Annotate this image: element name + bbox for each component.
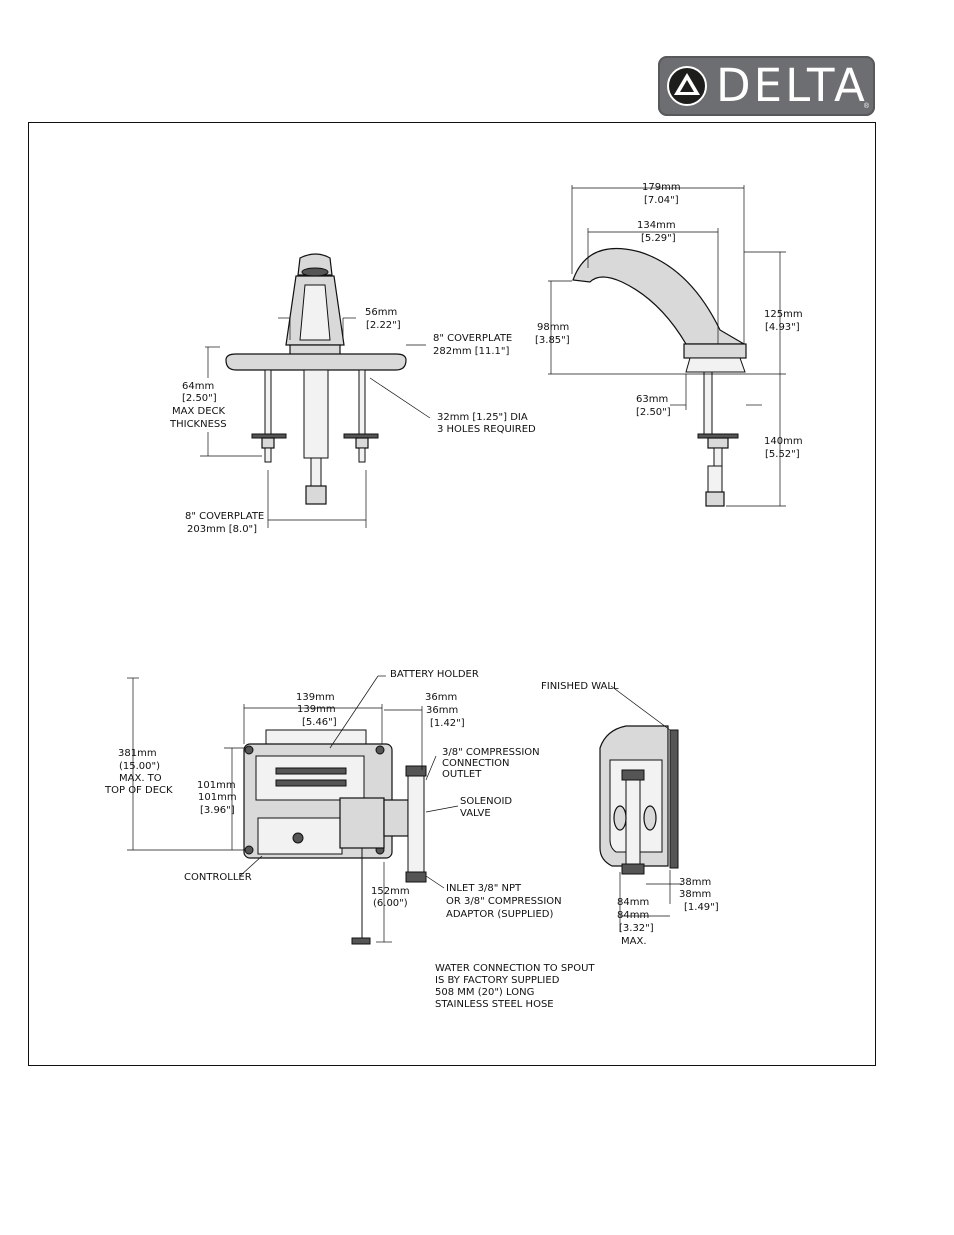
- delta-triangle-icon: [667, 66, 707, 106]
- box-height-mm-1: 101mm: [197, 780, 236, 791]
- reach-mm: 134mm: [637, 220, 676, 231]
- solenoid-line-2: VALVE: [460, 808, 491, 819]
- depth-in: [3.32"]: [619, 923, 654, 934]
- max-height-label-2: TOP OF DECK: [104, 785, 173, 796]
- controller-label: CONTROLLER: [184, 872, 252, 883]
- deck-max: MAX DECK: [172, 406, 225, 417]
- reach-total-in: [7.04"]: [644, 195, 679, 206]
- hose-mm: 152mm: [371, 886, 410, 897]
- depth-max: MAX.: [621, 936, 647, 947]
- shank-in: [5.52"]: [765, 449, 800, 460]
- solenoid-line-1: SOLENOID: [460, 796, 512, 807]
- brand-wordmark: DELTA: [716, 59, 868, 112]
- note-line-1: WATER CONNECTION TO SPOUT: [435, 963, 595, 974]
- box-height-in: [3.96"]: [200, 805, 235, 816]
- valve-in: [1.42"]: [430, 718, 465, 729]
- deck-mm: 64mm: [182, 381, 214, 392]
- spout-width-in: [2.22"]: [366, 320, 401, 331]
- inlet-line-1: INLET 3/8" NPT: [446, 883, 522, 894]
- faucet-front-view: 56mm [2.22"] 8" COVERPLATE 282mm [11.1"]…: [169, 253, 536, 535]
- max-height-in: (15.00"): [119, 761, 160, 772]
- height-98-in: [3.85"]: [535, 335, 570, 346]
- valve-mm-2: 36mm: [426, 705, 458, 716]
- coverplate-size: 282mm [11.1"]: [433, 346, 510, 357]
- height-125-in: [4.93"]: [765, 322, 800, 333]
- center-size: 203mm [8.0"]: [187, 524, 257, 535]
- delta-logo: DELTA ®: [658, 56, 875, 116]
- box-width-in: [5.46"]: [302, 717, 337, 728]
- center-label: 8" COVERPLATE: [185, 511, 264, 522]
- note-line-3: 508 MM (20") LONG: [435, 987, 534, 998]
- inlet-line-2: OR 3/8" COMPRESSION: [446, 896, 562, 907]
- compression-line-3: OUTLET: [442, 769, 482, 780]
- box-width-mm-2: 139mm: [297, 704, 336, 715]
- registered-mark: ®: [863, 103, 869, 110]
- shank-mm: 140mm: [764, 436, 803, 447]
- box-height-mm-2: 101mm: [198, 792, 237, 803]
- inlet-line-3: ADAPTOR (SUPPLIED): [446, 909, 554, 920]
- holes-dia: 32mm [1.25"] DIA: [437, 412, 528, 423]
- reach-total-mm: 179mm: [642, 182, 681, 193]
- base-in: [2.50"]: [636, 407, 671, 418]
- faucet-side-view: 179mm [7.04"] 134mm [5.29"] 98mm [3.85"]…: [535, 182, 803, 507]
- reach-in: [5.29"]: [641, 233, 676, 244]
- base-mm: 63mm: [636, 394, 668, 405]
- compression-line-1: 3/8" COMPRESSION: [442, 747, 540, 758]
- control-box-front-view: BATTERY HOLDER 139mm 139mm [5.46"] 36mm …: [104, 669, 595, 1010]
- control-box-side-view: FINISHED WALL 84mm 84mm [3.32"] MAX. 38m…: [541, 681, 719, 947]
- coverplate-label: 8" COVERPLATE: [433, 333, 512, 344]
- battery-holder-label: BATTERY HOLDER: [390, 669, 479, 680]
- height-98-mm: 98mm: [537, 322, 569, 333]
- deck-in: [2.50"]: [182, 393, 217, 404]
- depth-mm-2: 84mm: [617, 910, 649, 921]
- offset-in: [1.49"]: [684, 902, 719, 913]
- offset-mm-1: 38mm: [679, 877, 711, 888]
- depth-mm-1: 84mm: [617, 897, 649, 908]
- deck-thickness: THICKNESS: [169, 419, 227, 430]
- holes-required: 3 HOLES REQUIRED: [437, 424, 536, 435]
- compression-line-2: CONNECTION: [442, 758, 510, 769]
- note-line-4: STAINLESS STEEL HOSE: [435, 999, 554, 1010]
- valve-mm-1: 36mm: [425, 692, 457, 703]
- hose-in: (6.00"): [373, 898, 408, 909]
- spout-width-mm: 56mm: [365, 307, 397, 318]
- offset-mm-2: 38mm: [679, 889, 711, 900]
- max-height-label-1: MAX. TO: [119, 773, 162, 784]
- max-height-mm: 381mm: [118, 748, 157, 759]
- box-width-mm-1: 139mm: [296, 692, 335, 703]
- finished-wall-label: FINISHED WALL: [541, 681, 619, 692]
- drawing-frame: [28, 122, 876, 1066]
- height-125-mm: 125mm: [764, 309, 803, 320]
- note-line-2: IS BY FACTORY SUPPLIED: [435, 975, 560, 986]
